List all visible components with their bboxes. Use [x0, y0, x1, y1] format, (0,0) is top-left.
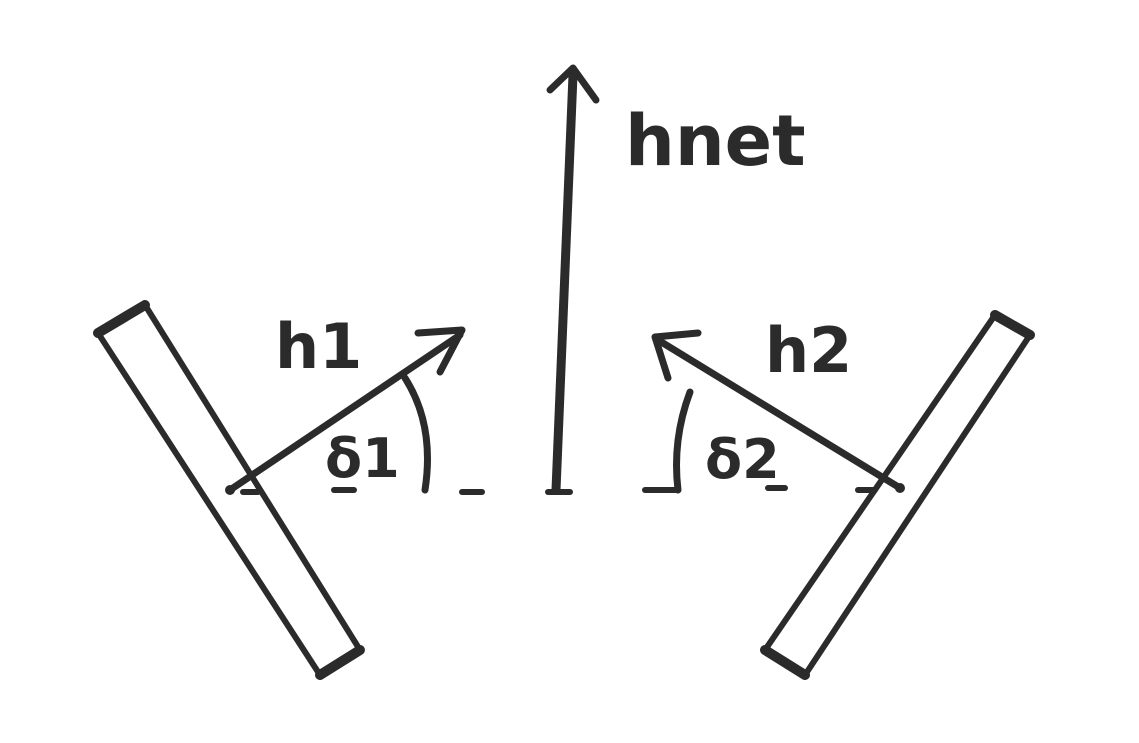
h1-arrowhead — [414, 326, 466, 376]
right-slab-bottom-edge — [760, 645, 810, 680]
delta1-label: δ1 — [325, 427, 400, 490]
delta2-angle-arc — [673, 388, 694, 494]
h1-arrow-shaft — [226, 331, 464, 494]
h1-label: h1 — [275, 310, 362, 383]
h2-arrowhead — [651, 329, 702, 382]
left-slab-bottom-edge — [315, 645, 365, 680]
left-slab-top-edge — [93, 300, 150, 338]
h2-label: h2 — [765, 314, 852, 387]
right-slab-top-edge — [990, 310, 1035, 340]
delta1-angle-arc — [401, 374, 431, 494]
h-net-arrow-shaft — [551, 70, 578, 495]
h-net-label: hnet — [625, 100, 806, 182]
delta2-label: δ2 — [705, 428, 780, 491]
h-net-arrowhead — [546, 64, 600, 104]
h2-arrow-shaft — [654, 336, 904, 492]
